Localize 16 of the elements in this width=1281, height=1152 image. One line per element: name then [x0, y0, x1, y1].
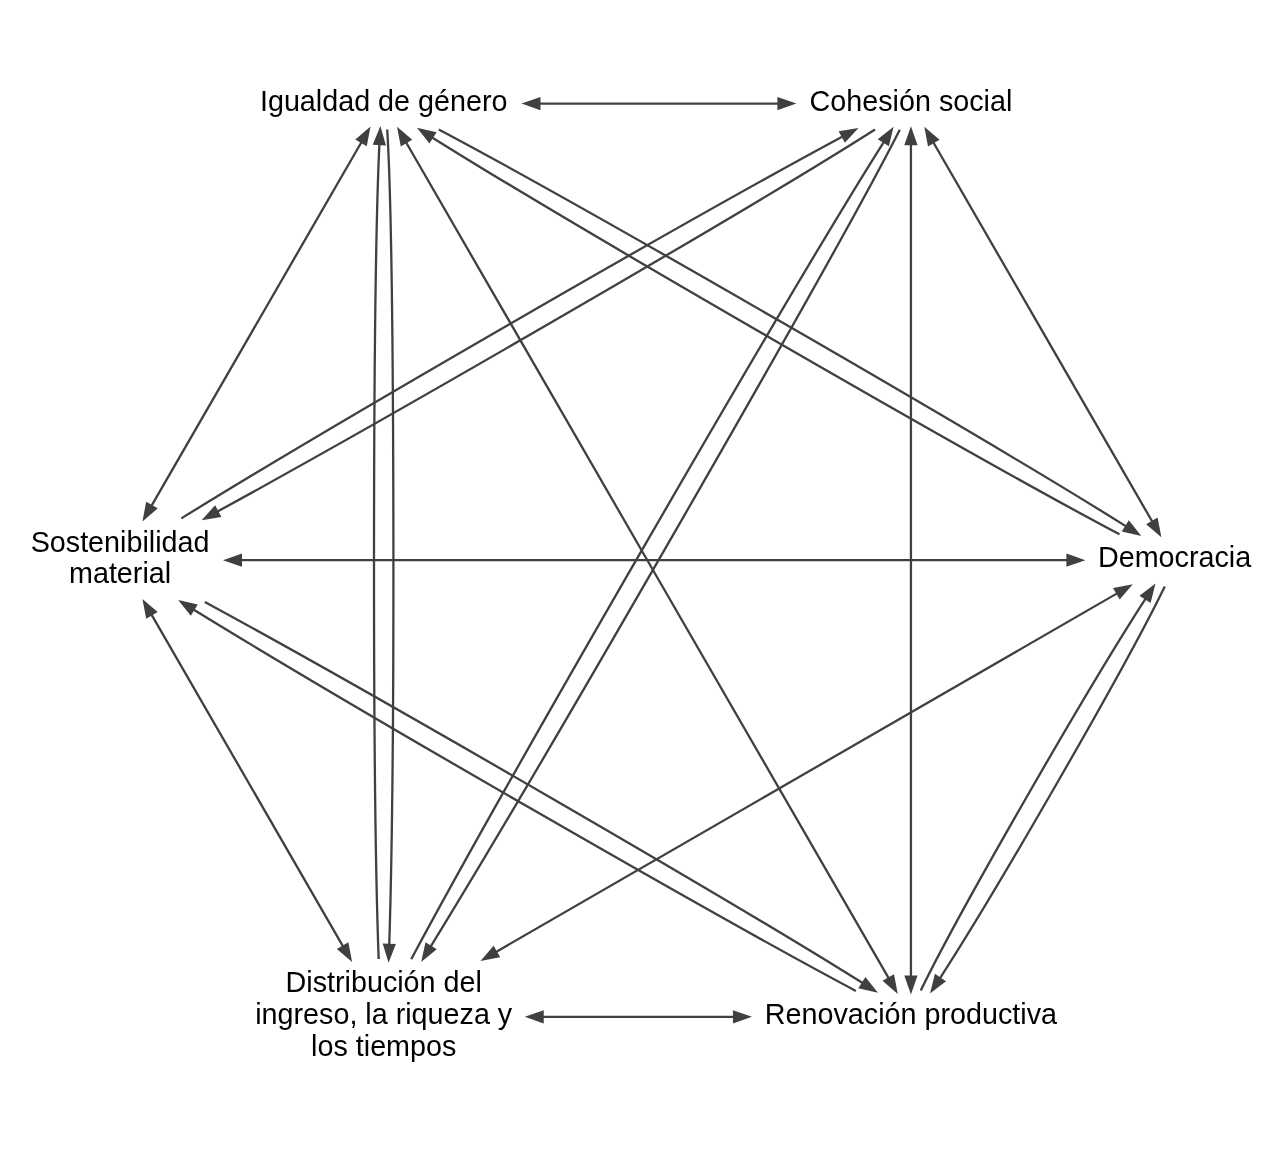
arrow — [524, 1010, 752, 1024]
arrow — [372, 126, 386, 960]
node-text: Democracia — [1097, 541, 1252, 574]
node-text: Cohesión social — [809, 84, 1013, 117]
arrow — [480, 584, 1133, 961]
arrow — [924, 126, 1162, 538]
arrow — [142, 126, 371, 522]
arrow — [223, 553, 1086, 567]
node-text: Distribución del ingreso, la riqueza y los tiempos — [255, 966, 513, 1062]
node-text: Sostenibilidad material — [30, 525, 210, 590]
arrow — [382, 129, 396, 963]
arrow — [142, 598, 353, 963]
node-text: Igualdad de género — [259, 84, 508, 117]
arrow — [521, 96, 797, 111]
arrow — [904, 126, 918, 995]
node-text: Renovación productiva — [764, 997, 1058, 1030]
